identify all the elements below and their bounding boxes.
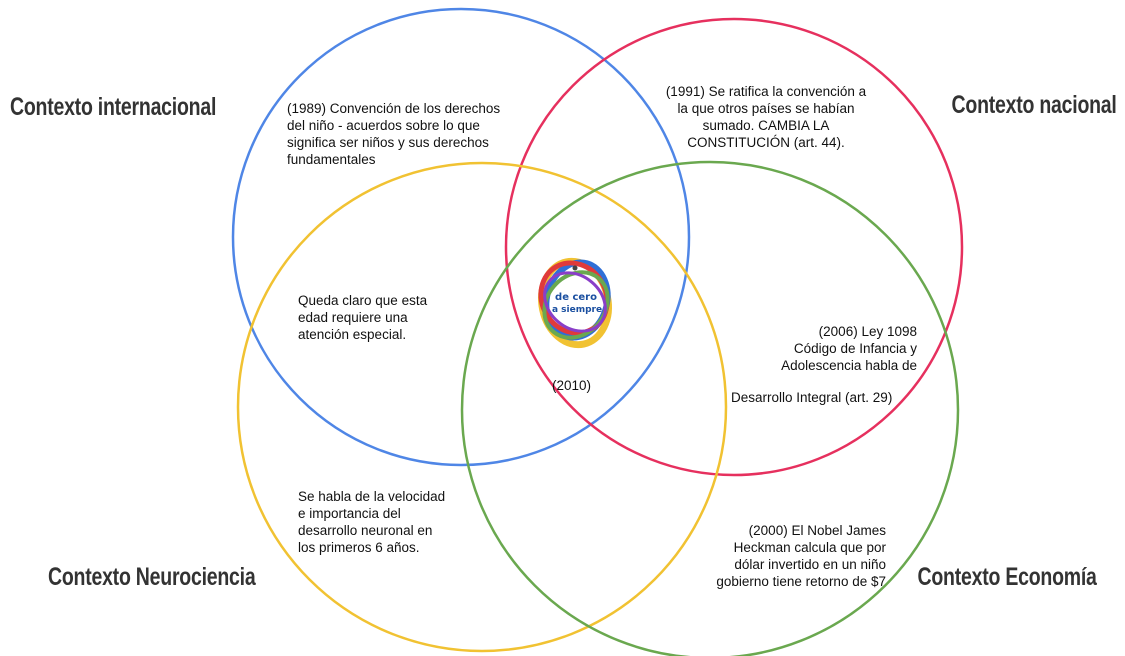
note-neuro-line-2: e importancia del	[298, 506, 401, 521]
note-neuro-line-1: Se habla de la velocidad	[298, 489, 446, 504]
note-internacional-neurociencia: Queda claro que esta edad requiere una a…	[298, 292, 427, 343]
note-nac-eco-line-3: Adolescencia habla de	[781, 358, 917, 373]
label-contexto-nacional: Contexto nacional	[951, 91, 1117, 119]
note-int-neuro-line-3: atención especial.	[298, 327, 407, 342]
note-eco-line-3: dólar invertido en un niño	[734, 557, 886, 572]
note-neuro-line-3: desarrollo neuronal en	[298, 523, 433, 538]
note-nacional-line-4: CONSTITUCIÓN (art. 44).	[687, 135, 845, 150]
note-eco-line-4: gobierno tiene retorno de $7	[716, 574, 886, 589]
note-nacional: (1991) Se ratifica la convención a la qu…	[651, 83, 881, 151]
note-economia: (2000) El Nobel James Heckman calcula qu…	[676, 522, 886, 590]
de-cero-a-siempre-logo: de cero a siempre	[538, 257, 612, 349]
circle-nacional	[504, 17, 964, 477]
logo-text-line-2: a siempre	[552, 305, 602, 315]
note-int-neuro-line-1: Queda claro que esta	[298, 293, 428, 308]
circle-neurociencia	[236, 161, 728, 653]
note-eco-line-1: (2000) El Nobel James	[748, 523, 886, 538]
note-eco-line-2: Heckman calcula que por	[733, 540, 886, 555]
note-internacional-line-2: del niño - acuerdos sobre lo que	[287, 118, 480, 133]
note-center-year: (2010)	[552, 378, 592, 393]
note-nacional-economia: (2006) Ley 1098 Código de Infancia y Ado…	[740, 323, 917, 374]
note-nacional-line-2: la que otros países se habían	[677, 101, 855, 116]
note-neuro-line-4: los primeros 6 años.	[298, 540, 420, 555]
logo-text-line-1: de cero	[555, 292, 597, 303]
note-neurociencia: Se habla de la velocidad e importancia d…	[298, 488, 445, 556]
note-internacional-line-3: significa ser niños y sus derechos	[287, 135, 489, 150]
label-contexto-internacional: Contexto internacional	[10, 93, 217, 121]
note-nac-eco-line-4: Desarrollo Integral (art. 29)	[731, 390, 893, 405]
note-internacional-line-4: fundamentales	[287, 152, 376, 167]
note-internacional: (1989) Convención de los derechos del ni…	[287, 100, 500, 168]
note-nacional-economia-2: Desarrollo Integral (art. 29)	[731, 389, 892, 406]
circle-internacional	[231, 7, 691, 467]
circle-economia	[460, 160, 960, 656]
label-contexto-neurociencia: Contexto Neurociencia	[48, 563, 256, 591]
note-nacional-line-1: (1991) Se ratifica la convención a	[665, 84, 867, 99]
note-int-neuro-line-2: edad requiere una	[298, 310, 408, 325]
note-nac-eco-line-1: (2006) Ley 1098	[818, 324, 917, 339]
label-contexto-economia: Contexto Economía	[917, 563, 1097, 591]
note-internacional-line-1: (1989) Convención de los derechos	[287, 101, 501, 116]
note-nacional-line-3: sumado. CAMBIA LA	[702, 118, 830, 133]
note-nac-eco-line-2: Código de Infancia y	[793, 341, 917, 356]
